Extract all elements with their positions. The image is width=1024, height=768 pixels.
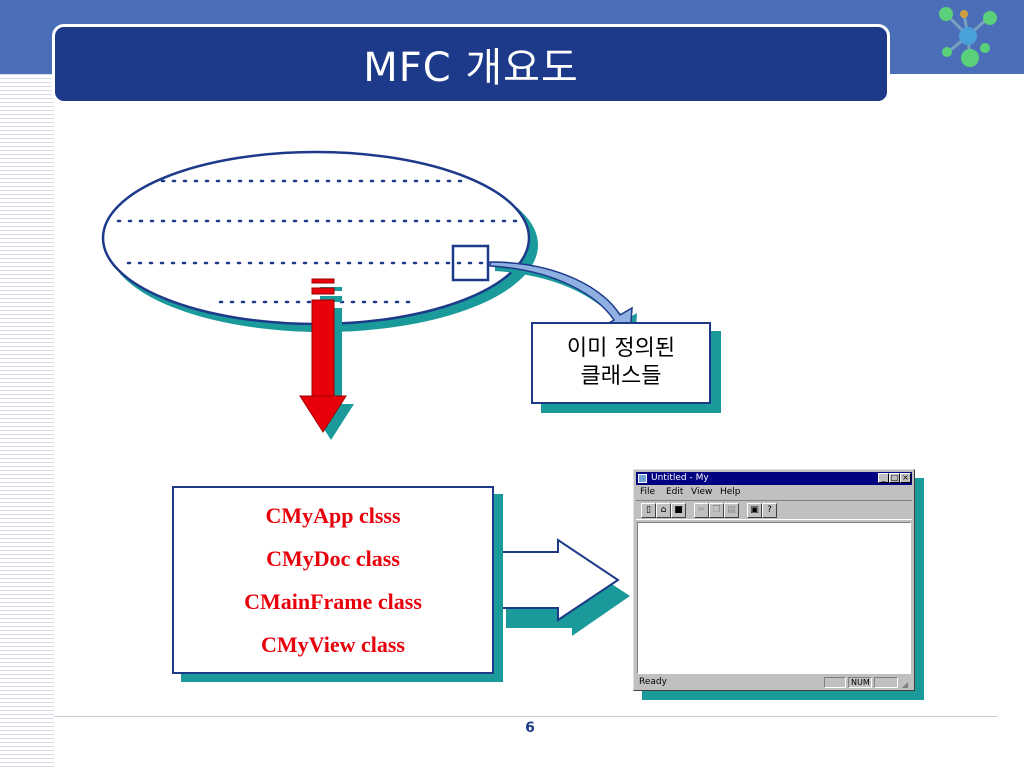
- selection-square: [451, 244, 490, 282]
- status-text: Ready: [639, 677, 667, 687]
- window-title: Untitled - My: [651, 473, 709, 483]
- save-icon[interactable]: ■: [671, 503, 686, 518]
- molecule-logo-icon: [939, 7, 997, 67]
- down-arrow: [299, 278, 347, 433]
- status-pane-scrl: [874, 677, 898, 688]
- block-arrow: [493, 538, 620, 622]
- open-icon[interactable]: ⌂: [656, 503, 671, 518]
- status-pane-cap: [824, 677, 846, 688]
- code-ellipse: [101, 150, 531, 326]
- callout-line-1: 이미 정의된: [566, 336, 676, 361]
- resize-grip-icon[interactable]: ◢: [902, 680, 909, 689]
- status-pane-num: NUM: [848, 677, 872, 688]
- minimize-icon[interactable]: _: [878, 473, 889, 483]
- left-stripe-decoration: [0, 74, 54, 768]
- menu-bar: File Edit View Help: [636, 486, 912, 499]
- class-list-box: CMyApp clsss CMyDoc class CMainFrame cla…: [172, 486, 494, 674]
- window-titlebar[interactable]: Untitled - My _ □ ×: [636, 472, 912, 485]
- app-window: Untitled - My _ □ × File Edit View Help …: [633, 469, 915, 691]
- predefined-classes-callout: 이미 정의된 클래스들: [531, 322, 711, 404]
- title-box: MFC 개요도: [52, 24, 890, 104]
- class-item-app: CMyApp clsss: [265, 502, 401, 528]
- page-number: 6: [525, 720, 535, 736]
- help-icon[interactable]: ?: [762, 503, 777, 518]
- cut-icon[interactable]: ✂: [694, 503, 709, 518]
- class-item-view: CMyView class: [261, 631, 405, 657]
- print-icon[interactable]: ▣: [747, 503, 762, 518]
- class-item-mainframe: CMainFrame class: [244, 588, 422, 614]
- class-item-doc: CMyDoc class: [266, 545, 400, 571]
- menu-edit[interactable]: Edit: [666, 487, 684, 497]
- toolbar: ▯ ⌂ ■ ✂ ❐ ▤ ▣ ?: [636, 500, 912, 520]
- page-title: MFC 개요도: [363, 45, 579, 91]
- menu-view[interactable]: View: [691, 487, 713, 497]
- footer-divider: [54, 716, 998, 717]
- close-icon[interactable]: ×: [900, 473, 911, 483]
- maximize-icon[interactable]: □: [889, 473, 900, 483]
- new-icon[interactable]: ▯: [641, 503, 656, 518]
- client-area[interactable]: [637, 522, 911, 674]
- app-icon: [638, 474, 647, 483]
- menu-file[interactable]: File: [640, 487, 656, 497]
- menu-help[interactable]: Help: [720, 487, 741, 497]
- status-bar: Ready NUM ◢: [636, 676, 912, 689]
- callout-line-2: 클래스들: [580, 364, 662, 389]
- paste-icon[interactable]: ▤: [724, 503, 739, 518]
- copy-icon[interactable]: ❐: [709, 503, 724, 518]
